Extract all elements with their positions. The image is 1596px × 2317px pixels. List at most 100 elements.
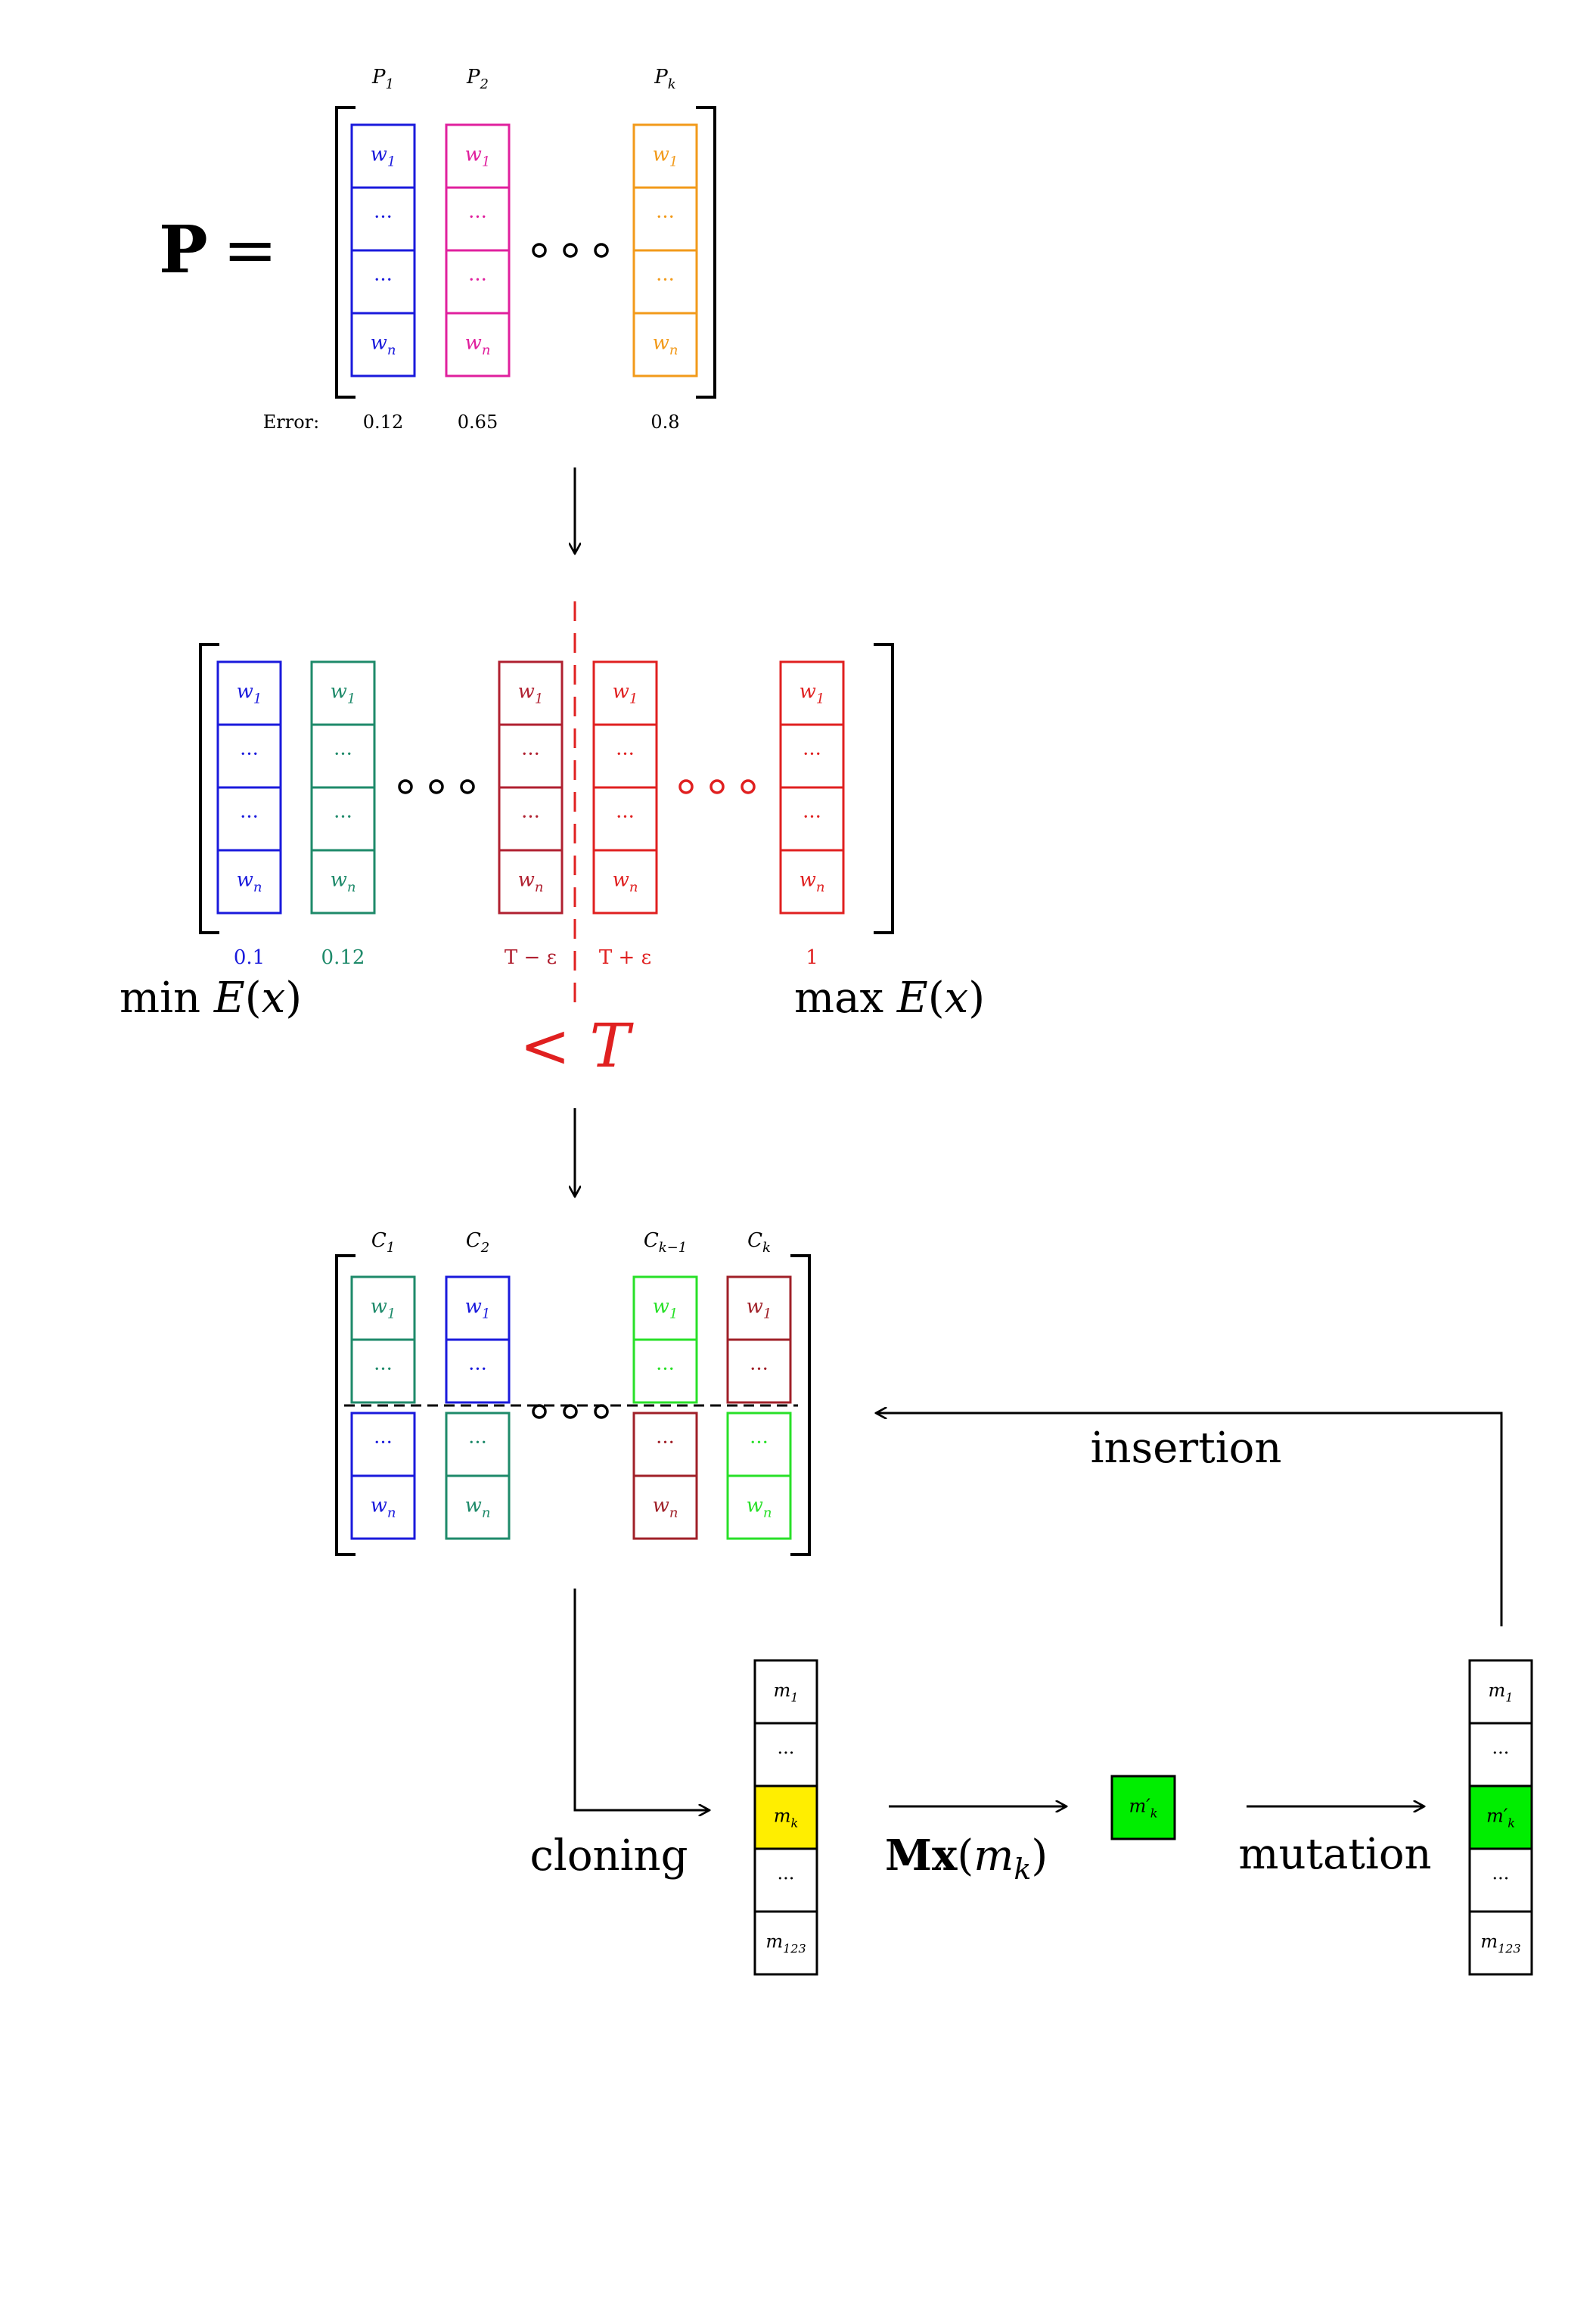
gene-label-symbol: w: [237, 681, 253, 703]
gene-ellipsis: ···: [616, 744, 635, 766]
population-error-value: 0.12: [363, 412, 403, 433]
gene-label-sub: 1: [387, 1306, 396, 1322]
population-column-label-sub: 2: [480, 76, 489, 92]
gene-ellipsis: ···: [521, 806, 540, 829]
gene-label: wn: [331, 869, 356, 896]
gene-label-symbol: w: [465, 332, 482, 355]
population-column-label: P2: [466, 66, 489, 92]
gene-label-sub: n: [535, 880, 544, 896]
gene-label: m1: [774, 1680, 799, 1705]
sorted-error-value: 0.12: [321, 946, 365, 969]
max-var: x: [945, 974, 969, 1023]
max-fn: E: [896, 974, 928, 1023]
gene-label-sub: 1: [253, 691, 262, 707]
gene-cell: [350, 1338, 416, 1404]
population-column-label-symbol: P: [654, 66, 668, 89]
gene-ellipsis: ···: [468, 1359, 487, 1381]
gene-label: w1: [653, 144, 678, 170]
gene-ellipsis: ···: [656, 207, 675, 229]
gene-label-sub: 1: [816, 691, 824, 707]
gene-cell: [1110, 1775, 1176, 1840]
ellipsis-dot: [398, 779, 413, 794]
crossover-column-label: Ck−1: [644, 1229, 687, 1256]
gene-label-symbol: w: [653, 332, 669, 355]
population-left-bracket: [335, 106, 356, 399]
gene-label: wn: [747, 1495, 772, 1521]
operator-label: Mx(mk): [885, 1831, 1048, 1886]
gene-ellipsis: ···: [616, 806, 635, 829]
gene-cell: [632, 1338, 698, 1404]
cloning-label: cloning: [530, 1831, 688, 1881]
crossover-column-label-sub: k: [762, 1240, 771, 1256]
gene-ellipsis: ···: [778, 1868, 795, 1890]
ellipsis-dot: [741, 779, 756, 794]
min-var: x: [262, 974, 286, 1023]
gene-label: m′k: [1129, 1796, 1158, 1821]
population-error-value: 0.65: [458, 412, 498, 433]
gene-label: w1: [800, 681, 825, 707]
crossover-column-label-sub: 2: [480, 1240, 489, 1256]
gene-ellipsis: ···: [656, 1432, 675, 1455]
threshold-lt: <: [520, 1011, 589, 1081]
gene-label: w1: [613, 681, 638, 707]
gene-label: wn: [465, 1495, 491, 1521]
ellipsis-dot: [594, 243, 609, 258]
min-paren: (: [245, 974, 262, 1023]
operator-bold: Mx: [885, 1831, 958, 1881]
gene-cell: [779, 849, 845, 915]
gene-cell: [350, 1474, 416, 1540]
operator-var: m: [973, 1831, 1014, 1881]
ellipsis-dot: [532, 243, 547, 258]
sorted-error-value: T + ε: [599, 946, 651, 969]
sorted-error-value: T − ε: [505, 946, 557, 969]
gene-label: wn: [613, 869, 638, 896]
gene-label-symbol: m: [1480, 1931, 1498, 1952]
gene-label-sub: 123: [783, 1942, 806, 1956]
ellipsis-dot: [563, 243, 578, 258]
mutant-column: m1···m′k···m123: [1468, 1659, 1533, 1976]
gene-label-symbol: w: [465, 1495, 482, 1517]
gene-label: wn: [465, 332, 491, 359]
gene-label: wn: [237, 869, 262, 896]
gene-cell: [632, 1474, 698, 1540]
gene-ellipsis: ···: [778, 1743, 795, 1764]
population-column-label-symbol: P: [466, 66, 480, 89]
gene-label-symbol: m: [1489, 1680, 1506, 1701]
gene-label-symbol: m: [765, 1931, 783, 1952]
gene-label-symbol: w: [653, 1296, 669, 1318]
operator-sub: k: [1014, 1853, 1031, 1886]
max-paren: (: [928, 974, 945, 1023]
gene-label-symbol: w: [371, 144, 387, 166]
gene-label-sub: 1: [669, 1306, 678, 1322]
population-right-bracket: [696, 106, 716, 399]
population-section: P= P1w1······wn0.12P2w1······wn0.65Pkw1·…: [159, 66, 716, 433]
ellipsis-dot: [532, 1404, 547, 1419]
gene-label: m123: [765, 1931, 806, 1956]
gene-label-sub: n: [387, 343, 396, 359]
crossover-right-bracket: [790, 1254, 811, 1556]
ellipsis-dot: [678, 779, 694, 794]
crossover-column-label-sub: 1: [387, 1240, 395, 1256]
min-paren-close: ): [285, 974, 302, 1023]
gene-label-sub: k: [1150, 1806, 1158, 1821]
crossover-column-label: C1: [371, 1229, 395, 1256]
population-column-label-symbol: P: [371, 66, 386, 89]
gene-label-symbol: w: [518, 681, 535, 703]
crossover-column-label-symbol: C: [747, 1229, 762, 1252]
gene-label-sub: n: [669, 343, 678, 359]
gene-label-sub: n: [629, 880, 638, 896]
max-paren-close: ): [968, 974, 985, 1023]
error-label: Error:: [263, 412, 319, 433]
gene-label: m123: [1480, 1931, 1520, 1956]
population-column-label-sub: k: [668, 76, 676, 92]
gene-label: w1: [371, 1296, 396, 1322]
gene-label-sub: k: [791, 1816, 799, 1831]
gene-label-symbol: w: [331, 681, 347, 703]
population-column-label: P1: [371, 66, 394, 92]
gene-label-sub: 1: [1505, 1691, 1513, 1705]
sorted-right-bracket: [874, 643, 894, 934]
sorted-error-value: 0.1: [234, 946, 265, 969]
gene-label: wn: [653, 332, 678, 359]
